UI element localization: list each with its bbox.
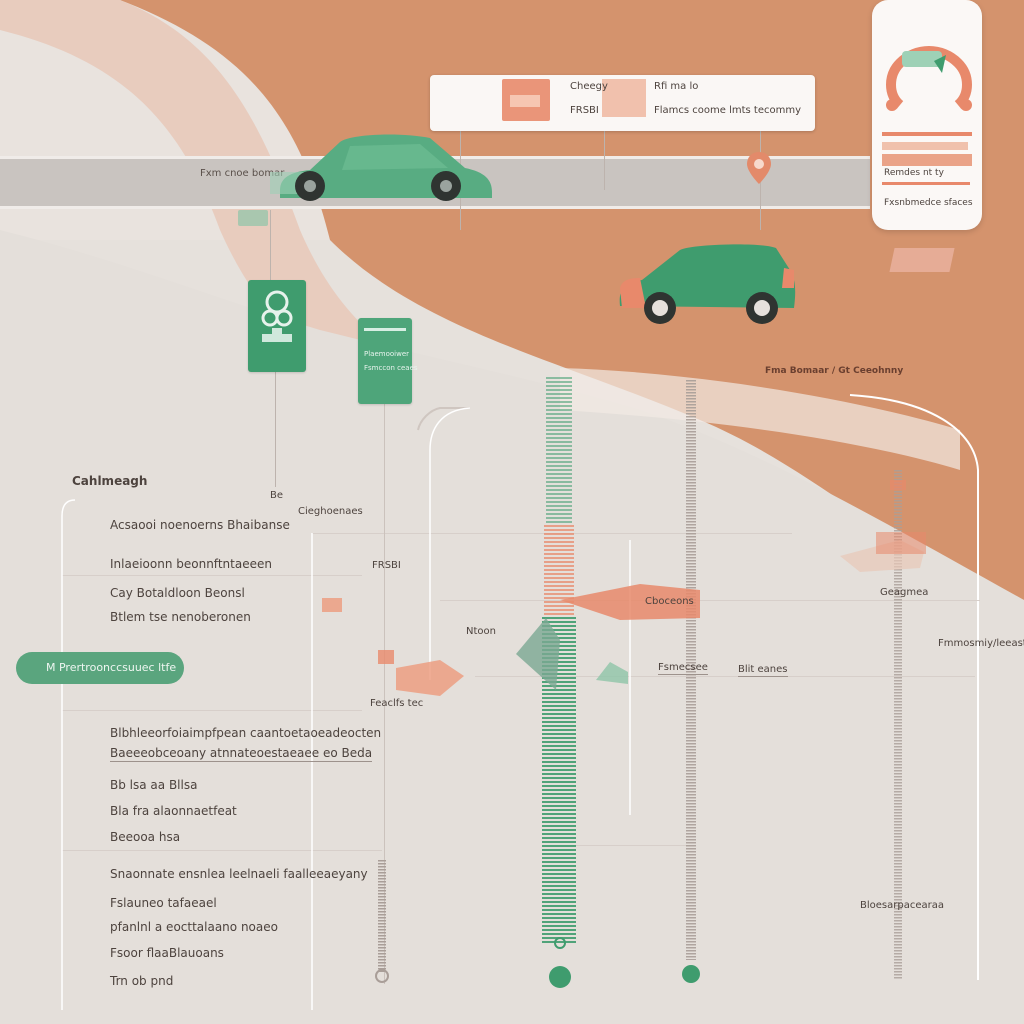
right-of-calendar: Cieghoenaes xyxy=(298,506,363,517)
phone-bar xyxy=(882,132,972,136)
mid-small-2: Feaclfs tec xyxy=(370,698,424,709)
right-timeline-pole xyxy=(890,470,906,980)
phone-line-a: Remdes nt ty xyxy=(884,168,944,178)
rounded-app-icon xyxy=(886,46,972,111)
light-streak xyxy=(560,368,960,470)
small-marker xyxy=(322,598,342,612)
road-tag xyxy=(238,210,268,226)
arrow-salmon xyxy=(396,660,464,696)
billboard-thumbnail-inner xyxy=(510,95,540,107)
right-header: Fma Bomaar / Gt Ceeohnny xyxy=(765,366,904,376)
row-4: Btlem tse nenoberonen xyxy=(110,610,251,624)
grid-line xyxy=(475,676,975,677)
phone-bar xyxy=(882,182,970,185)
row-11: Fslauneo tafaeael xyxy=(110,896,217,910)
mid-frsbi: FRSBI xyxy=(372,560,401,571)
phone-bar xyxy=(882,142,968,150)
car-on-hill xyxy=(619,244,796,324)
grid-line xyxy=(62,575,362,576)
phone-line-b: Fxsnbmedce sfaces xyxy=(884,198,973,208)
road-edge-bottom xyxy=(0,206,870,209)
frame-right xyxy=(849,394,979,980)
grid-line xyxy=(440,600,980,601)
right-label: Geagmea xyxy=(880,587,929,598)
row-12: pfanlnl a eocttalaano noaeo xyxy=(110,920,278,934)
highlight-pill[interactable]: M Prertroonccsuuec ltfe xyxy=(16,652,184,684)
grey-timeline-pole xyxy=(682,380,700,983)
row-2: Inlaeioonn beonnftntaeeen xyxy=(110,557,272,571)
far-right-top: Fmmosmiy/leeast xyxy=(938,638,1024,649)
right-label-2: Blit eanes xyxy=(738,664,788,677)
billboard-leg xyxy=(604,130,605,190)
billboard-label-right-top: Rfi ma lo xyxy=(654,81,699,92)
billboard-block xyxy=(602,79,646,117)
row-8: Bla fra alaonnaetfeat xyxy=(110,804,237,818)
row-6: Baeeeobceoany atnnateoestaeaee eo Beda xyxy=(110,746,373,762)
sign-b: Plaemooiwer Fsmccon ceaes xyxy=(358,318,418,404)
sign-b-pole xyxy=(384,404,385,984)
row-14: Trn ob pnd xyxy=(110,974,174,988)
row-9: Beeooa hsa xyxy=(110,830,181,844)
phone-bar xyxy=(882,154,972,166)
arrow-left xyxy=(516,618,560,690)
calendar-small: Be xyxy=(270,490,284,501)
arrow-label: Fsmecsee xyxy=(658,662,708,675)
small-marker xyxy=(596,662,628,684)
billboard: Cheegy FRSBI Rfi ma lo Flamcs coome lmts… xyxy=(430,75,815,131)
pin-icon xyxy=(747,152,771,184)
arrow-right xyxy=(560,584,700,620)
mid-small: Ntoon xyxy=(466,626,496,637)
billboard-label-right-bottom: Flamcs coome lmts tecommy xyxy=(654,105,802,116)
far-right-bottom: Bloesarpacearaa xyxy=(860,900,944,911)
row-13: Fsoor flaaBlauoans xyxy=(110,946,224,960)
row-3: Cay Botaldloon Beonsl xyxy=(110,586,245,600)
mid-label: Cboceons xyxy=(645,596,694,607)
info-sign xyxy=(364,328,406,331)
grid-line xyxy=(62,710,362,711)
pale-ground xyxy=(0,230,1024,1024)
left-title: Cahlmeagh xyxy=(72,474,148,488)
sign-b-line-2: Fsmccon ceaes xyxy=(364,364,418,372)
sign-a xyxy=(248,280,306,372)
sign-b-line-1: Plaemooiwer xyxy=(364,350,410,358)
grid-line xyxy=(62,850,382,851)
car-on-road xyxy=(270,134,492,201)
sign-a-pole xyxy=(275,372,276,487)
map-pin-sign xyxy=(261,290,293,342)
phone-mockup: Remdes nt ty Fxsnbmedce sfaces xyxy=(872,0,982,230)
small-timeline-pole xyxy=(375,860,389,983)
row-10: Snaonnate ensnlea leelnaeli faalleeaeyan… xyxy=(110,867,368,881)
row-7: Bb lsa aa Bllsa xyxy=(110,778,198,792)
row-5: Blbhleeorfoiaimpfpean caantoetaoeadeocte… xyxy=(110,726,382,740)
road-post xyxy=(270,210,271,280)
billboard-label-mid: FRSBI xyxy=(570,105,599,116)
road-caption: Fxm cnoe bomar xyxy=(200,168,285,179)
grid-line xyxy=(570,845,690,846)
row-1: Acsaooi noenoerns Bhaibanse xyxy=(110,518,290,532)
billboard-label-left: Cheegy xyxy=(570,81,608,92)
